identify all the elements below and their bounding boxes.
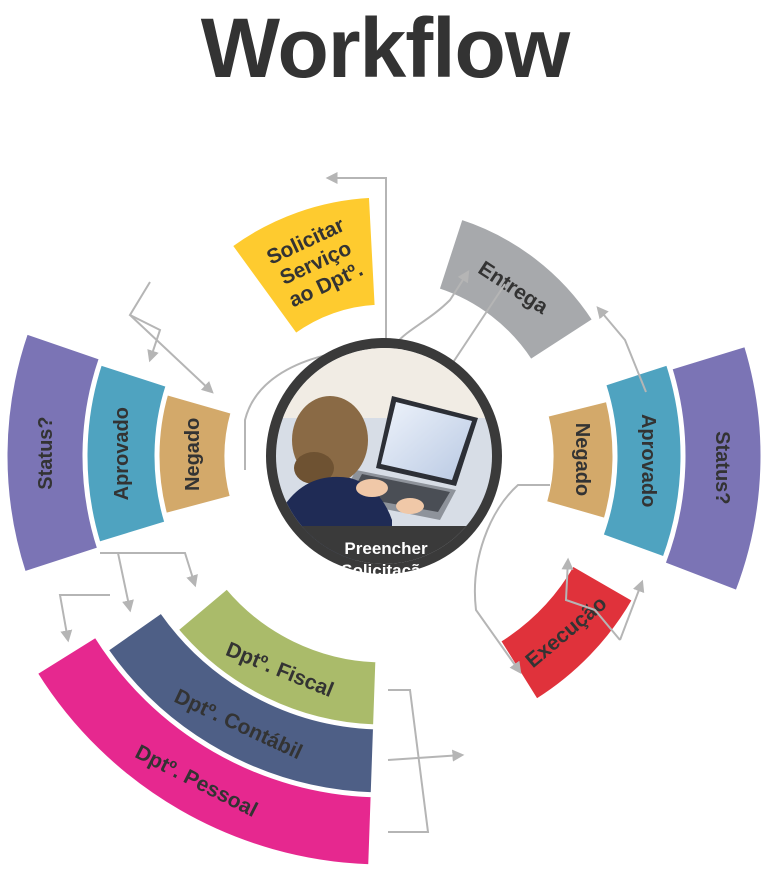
center-node[interactable]: Preencher Solicitação [266,338,502,580]
connector-aprovado-to-fiscal [100,552,198,588]
segment-aprovado-right[interactable]: Aprovado [600,362,684,560]
segment-solicitar[interactable]: SolicitarServiçoao Dptº. [229,194,378,337]
page-title: Workflow [200,1,570,95]
segment-shape-pessoal [34,634,374,868]
segment-shape-solicitar [229,194,378,337]
segment-negado-right[interactable]: Negado [543,398,616,522]
segment-label-negado-left: Negado [182,418,204,491]
segment-shape-entrega [436,216,596,363]
connector-solicitar-to-negado [129,314,214,394]
segment-shape-status-right [662,343,764,594]
segment-aprovado-left[interactable]: Aprovado [84,362,170,546]
connector-center-to-solicitar [325,172,387,372]
connector-execucao-to-negado [561,557,621,641]
connector-aprovado-to-contabil [117,552,134,613]
segment-label-status-right: Status? [711,431,733,504]
segment-shape-status-left [4,331,103,575]
center-label-line1: Preencher [344,539,428,558]
center-label-line2: Solicitação [341,561,431,580]
segment-shape-fiscal [175,585,379,728]
segment-label-aprovado-left: Aprovado [111,407,133,500]
segment-shape-negado-right [543,398,616,522]
segment-label-status-left: Status? [35,416,57,489]
segment-entrega[interactable]: Entrega [436,216,596,363]
connector-execucao-to-aprovado [619,579,645,641]
connector-depts-to-execucao [387,749,465,762]
segment-label-aprovado-right: Aprovado [637,414,659,507]
segment-fiscal[interactable]: Dptº. Fiscal [175,585,379,728]
segment-label-negado-right: Negado [571,423,593,496]
connector-solicitar-to-aprovado [128,281,162,363]
connector-aprovado-to-entrega [596,306,647,393]
segment-status-left[interactable]: Status? [4,331,103,575]
segment-negado-left[interactable]: Negado [156,391,234,517]
connector-aprovado-to-pessoal [58,594,110,643]
connector-entrega-to-center [446,283,506,373]
connector-negado-to-execucao [474,484,550,674]
segment-shape-aprovado-left [84,362,170,546]
center-photo [276,348,492,564]
segment-shape-negado-left [156,391,234,517]
segment-status-right[interactable]: Status? [662,343,764,594]
segment-shape-contabil [105,609,377,796]
connector-dept-bracket [388,689,430,833]
segment-shape-aprovado-right [600,362,684,560]
